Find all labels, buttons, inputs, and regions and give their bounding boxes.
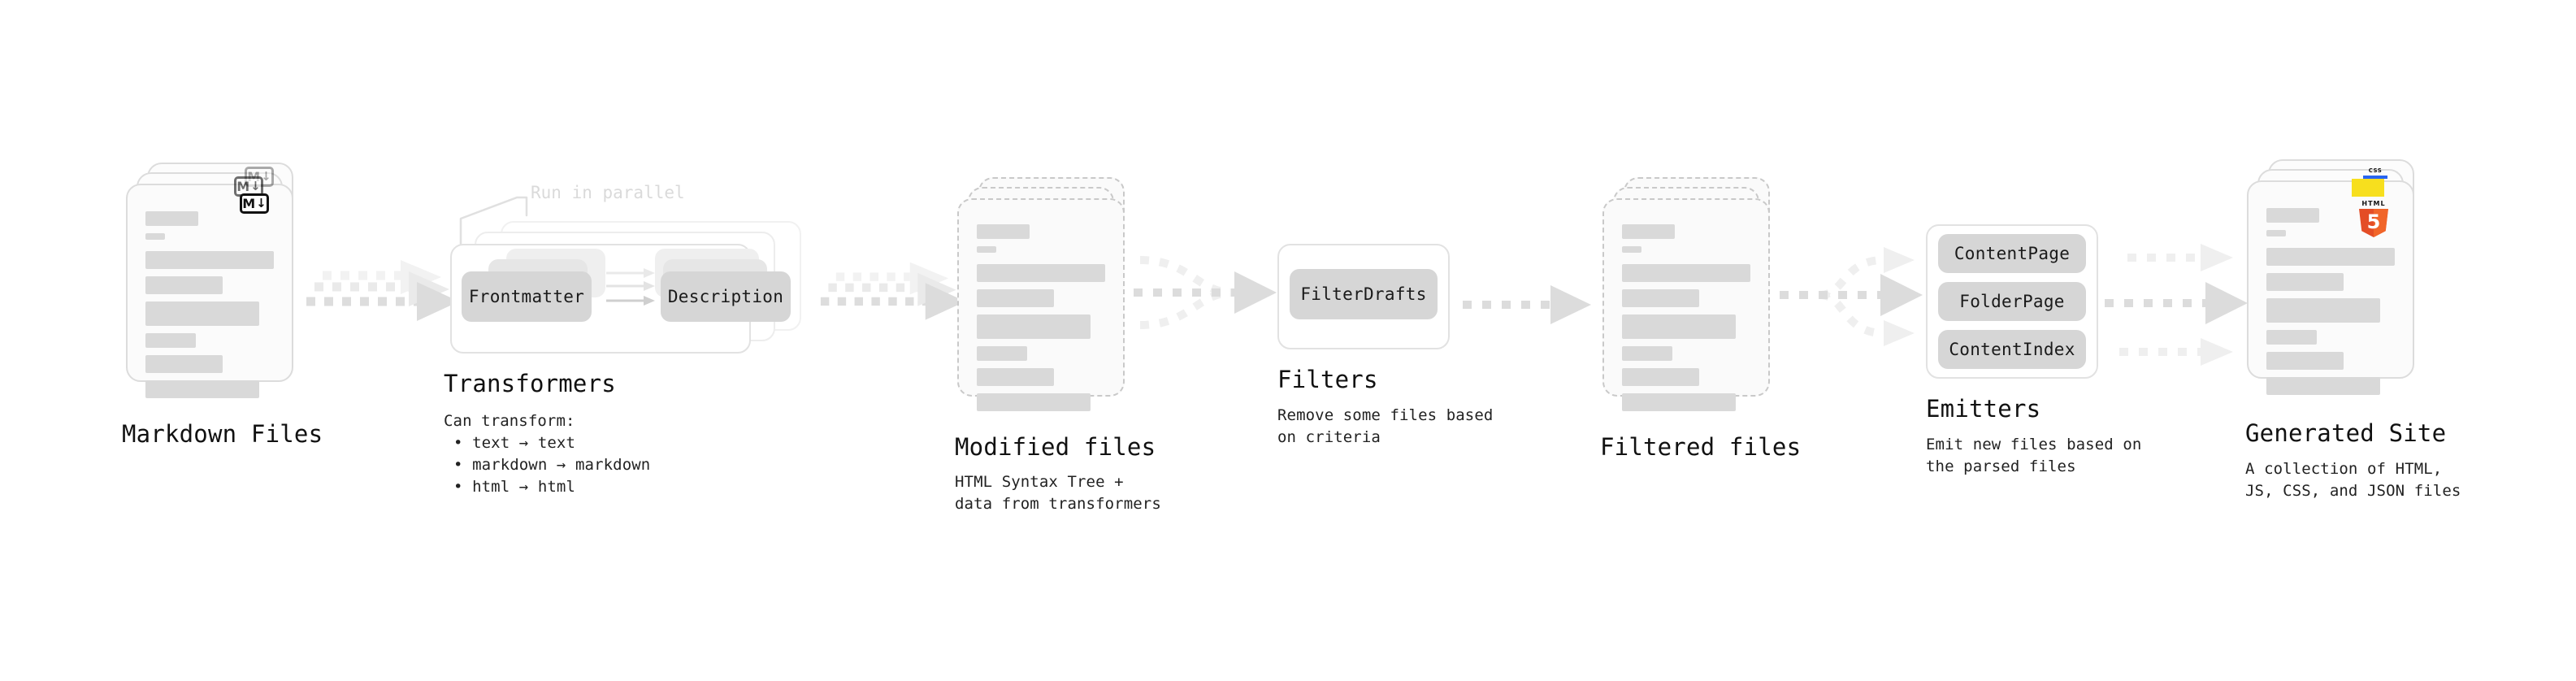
skeleton-bar [1622, 246, 1641, 253]
skeleton-bar [2266, 208, 2319, 223]
parallel-leader-line [459, 196, 528, 254]
markdown-icon-letter: M [236, 178, 250, 194]
markdown-icon-arrow: ↓ [250, 179, 261, 193]
skeleton-bar [145, 380, 259, 398]
stage-generated-site: CSS HTML 5 Generated Site A collectio [2245, 159, 2461, 500]
skeleton-bar [977, 368, 1054, 386]
transformer-chip-label: Frontmatter [468, 287, 585, 306]
emitters-subtitle: Emit new files based on the parsed files [1926, 436, 2142, 475]
skeleton-bar [977, 224, 1030, 239]
file-content-skeleton [1622, 224, 1750, 419]
skeleton-bar [145, 276, 223, 294]
emitter-chip-contentindex[interactable]: ContentIndex [1938, 330, 2086, 369]
skeleton-bar [2266, 230, 2286, 236]
emitter-chip-label: FolderPage [1959, 292, 2065, 311]
modified-files-subtitle: HTML Syntax Tree + data from transformer… [955, 473, 1161, 513]
stage-title-filtered-files: Filtered files [1600, 433, 1802, 461]
transformer-chip-frontmatter[interactable]: Frontmatter [462, 271, 592, 322]
emitter-chip-label: ContentIndex [1949, 340, 2075, 359]
stage-title-modified-files: Modified files [955, 433, 1156, 461]
transformers-bullet-0: • text → text [453, 434, 576, 452]
html5-icon: HTML 5 [2357, 200, 2390, 237]
skeleton-bar [977, 314, 1091, 339]
markdown-icon: M↓ [240, 193, 269, 214]
skeleton-bar [977, 264, 1105, 282]
js-icon [2352, 179, 2384, 197]
markdown-file-stack: M↓ M↓ M↓ [126, 163, 293, 398]
connector-modified-to-filters [1134, 244, 1280, 349]
transformers-subtitle: Can transform: [444, 412, 575, 430]
skeleton-bar [977, 246, 996, 253]
connector-filtered-to-emitters [1780, 242, 1926, 352]
stage-title-filters: Filters [1277, 366, 1378, 393]
transformer-chip-description[interactable]: Description [661, 271, 791, 322]
transformer-inner-arrows [606, 268, 655, 306]
generated-site-subtitle: A collection of HTML, JS, CSS, and JSON … [2245, 460, 2461, 500]
skeleton-bar [977, 289, 1054, 307]
skeleton-bar [145, 211, 198, 226]
connector-emitters-to-site [2105, 236, 2259, 366]
skeleton-bar [1622, 224, 1675, 239]
modified-file-stack [957, 177, 1125, 411]
filters-subtitle: Remove some files based on criteria [1277, 406, 1494, 446]
markdown-icon-arrow: ↓ [261, 169, 271, 184]
stage-markdown-files: M↓ M↓ M↓ Markdown Files [122, 163, 323, 448]
skeleton-bar [1622, 289, 1699, 307]
skeleton-bar [145, 233, 165, 240]
skeleton-bar [145, 333, 196, 348]
stage-modified-files: Modified files HTML Syntax Tree + data f… [955, 177, 1161, 513]
file-content-skeleton [2266, 208, 2395, 402]
skeleton-bar [2266, 298, 2380, 323]
connector-transformers-to-modified [819, 262, 965, 337]
emitter-chip-contentpage[interactable]: ContentPage [1938, 234, 2086, 273]
connector-filters-to-filtered [1463, 280, 1593, 329]
skeleton-bar [2266, 377, 2380, 395]
css3-icon-label: CSS [2368, 167, 2383, 174]
skeleton-bar [2266, 352, 2344, 370]
filtered-file-stack [1602, 177, 1770, 411]
markdown-icon-arrow: ↓ [256, 196, 267, 210]
run-in-parallel-note: Run in parallel [531, 183, 685, 202]
stage-filtered-files: Filtered files [1600, 177, 1801, 461]
skeleton-bar [1622, 368, 1699, 386]
skeleton-bar [145, 301, 259, 326]
skeleton-bar [2266, 248, 2395, 266]
skeleton-bar [145, 355, 223, 373]
html5-icon-word: HTML [2361, 200, 2386, 207]
filter-chip-label: FilterDrafts [1300, 284, 1427, 304]
skeleton-bar [145, 251, 274, 269]
skeleton-bar [1622, 393, 1736, 411]
skeleton-bar [977, 346, 1027, 361]
filter-chip-filterdrafts[interactable]: FilterDrafts [1290, 269, 1438, 319]
transformers-bullet-2: • html → html [453, 478, 576, 496]
skeleton-bar [1622, 264, 1750, 282]
generated-site-stack: CSS HTML 5 [2247, 159, 2414, 395]
markdown-icon-letter: M [242, 195, 256, 211]
emitter-chip-label: ContentPage [1954, 244, 2071, 263]
skeleton-bar [1622, 346, 1672, 361]
connector-markdown-to-transformers [305, 260, 459, 337]
css3-icon: CSS [2363, 167, 2387, 179]
skeleton-bar [977, 393, 1091, 411]
stage-title-emitters: Emitters [1926, 395, 2041, 423]
emitter-chip-folderpage[interactable]: FolderPage [1938, 282, 2086, 321]
skeleton-bar [1622, 314, 1736, 339]
html5-icon-number: 5 [2366, 210, 2381, 233]
css3-icon-bar [2363, 176, 2387, 179]
stage-title-generated-site: Generated Site [2245, 419, 2447, 447]
stage-title-transformers: Transformers [444, 370, 616, 397]
skeleton-bar [2266, 330, 2317, 345]
file-content-skeleton [145, 211, 274, 406]
stage-title-markdown-files: Markdown Files [122, 420, 323, 448]
skeleton-bar [2266, 273, 2344, 291]
transformer-chip-label: Description [667, 287, 784, 306]
transformers-bullet-1: • markdown → markdown [453, 456, 651, 474]
file-content-skeleton [977, 224, 1105, 419]
